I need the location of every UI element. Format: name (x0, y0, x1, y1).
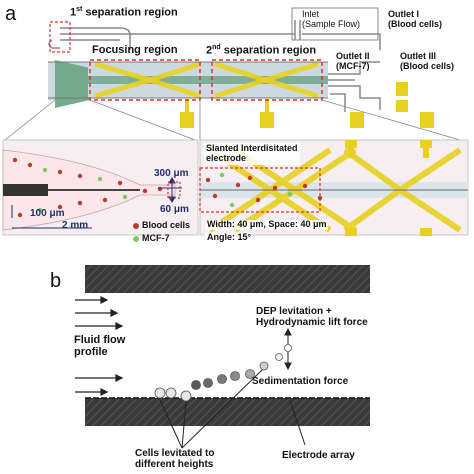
dep-levitation-label: DEP levitation + Hydrodynamic lift force (256, 306, 368, 328)
dim-300-label: 300 μm (154, 168, 189, 179)
panel-b-letter: b (50, 270, 62, 292)
separation-2-rest: separation region (220, 44, 317, 57)
slanted-electrode-label: Slanted Interdisitated electrode (204, 143, 300, 165)
outlet-1-label: Outlet I (Blood cells) (388, 9, 443, 30)
inlet-line1: Inlet (302, 9, 320, 19)
outlet-3-label: Outlet III (Blood cells) (400, 51, 455, 72)
electrode-array-bar (85, 398, 370, 426)
inlet-line2: (Sample Flow) (302, 18, 361, 29)
focusing-cells (12, 157, 163, 218)
focusing-region-label: Focusing region (92, 44, 178, 56)
fluid-line2: profile (74, 346, 108, 359)
separation-2-sup: nd (212, 44, 221, 51)
legend-blood-dot (133, 223, 139, 229)
main-channel (48, 60, 328, 108)
focusing-region-box (89, 59, 201, 101)
separation-2-region-box (211, 59, 323, 101)
outlet-channels (328, 61, 381, 112)
cells-line1: Cells levitated to (135, 448, 215, 459)
electrode-zoom-highlight (199, 167, 321, 213)
inlet-label: Inlet (Sample Flow) (302, 9, 361, 30)
separation-1-label: 1st separation region (70, 6, 178, 19)
legend-mcf-label: MCF-7 (142, 233, 170, 243)
outlet-2-line2: (MCF-7) (336, 60, 370, 71)
callout-lines (159, 369, 306, 449)
separation-2-prefix: 2 (206, 44, 213, 57)
width-space-label: Width: 40 μm, Space: 40 μm (205, 219, 329, 230)
sedimentation-label: Sedimentation force (252, 376, 349, 387)
legend-blood-label: Blood cells (142, 220, 191, 230)
flow-profile-arrows (75, 296, 124, 396)
separation-1-rest: separation region (82, 6, 178, 19)
dim-60-label: 60 μm (160, 204, 189, 215)
zoom-guides (4, 99, 461, 141)
legend-mcf-dot (133, 236, 139, 242)
dep-line2: Hydrodynamic lift force (256, 317, 368, 328)
outlet-3-line1: Outlet III (400, 51, 436, 61)
electrode-zoom-cells (205, 172, 323, 208)
slanted-line2: electrode (206, 152, 247, 163)
dep-line1: DEP levitation + (256, 306, 332, 317)
separation-2-label: 2nd separation region (206, 44, 316, 57)
outlet-2-label: Outlet II (MCF-7) (336, 51, 370, 72)
outlet-3-line2: (Blood cells) (400, 60, 455, 71)
separation-1-prefix: 1 (70, 6, 77, 19)
outlet-1-line2: (Blood cells) (388, 18, 443, 29)
cells-line2: different heights (135, 459, 214, 470)
top-channel-wall (85, 265, 370, 293)
separation-1-region-box (49, 21, 71, 53)
outlet-pads (350, 82, 434, 128)
separation-1-sup: st (76, 6, 83, 13)
slanted-line1: Slanted Interdisitated (206, 143, 298, 153)
outlet-2-line1: Outlet II (336, 51, 370, 61)
fluid-line1: Fluid flow (74, 334, 126, 346)
dim-100-label: 100 μm (30, 208, 65, 219)
electrode-pads-top (180, 98, 274, 128)
levitated-cells (154, 344, 292, 402)
force-arrows (284, 327, 292, 371)
electrode-array-label: Electrode array (282, 450, 355, 461)
outlet-1-line1: Outlet I (388, 9, 419, 19)
cells-levitated-label: Cells levitated to different heights (135, 448, 214, 470)
angle-label: Angle: 15° (205, 232, 254, 243)
fluid-flow-label: Fluid flow profile (74, 334, 125, 358)
dim-2mm-label: 2 mm (62, 220, 89, 231)
panel-a-letter: a (5, 3, 17, 25)
inlet-box (291, 7, 379, 41)
constriction-box (167, 181, 181, 199)
